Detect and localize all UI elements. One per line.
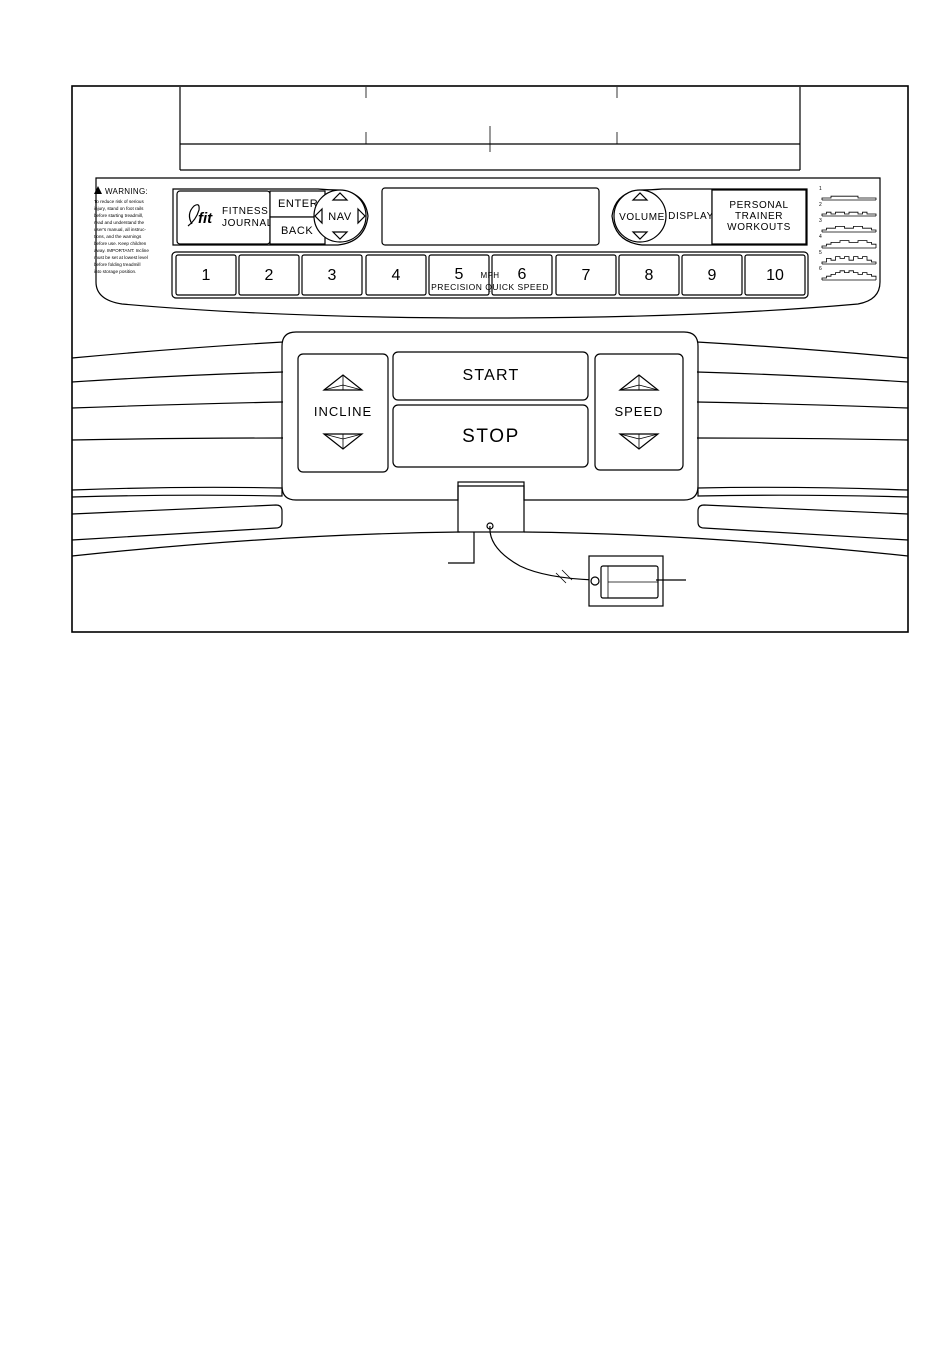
workout-profile-number: 3 bbox=[819, 218, 822, 224]
start-button[interactable] bbox=[392, 351, 589, 401]
quick-speed-button-3[interactable]: 3 bbox=[301, 254, 363, 296]
warning-line: read and understand the bbox=[94, 220, 145, 225]
warning-line: tions, and the warnings bbox=[94, 234, 142, 239]
workout-profile-number: 5 bbox=[819, 250, 822, 256]
quick-speed-button-1[interactable]: 1 bbox=[175, 254, 237, 296]
volume-up-arrow-icon[interactable] bbox=[631, 192, 649, 201]
quick-speed-button-2[interactable]: 2 bbox=[238, 254, 300, 296]
quick-speed-button-5[interactable]: 5 bbox=[428, 254, 490, 296]
stop-label: STOP bbox=[462, 426, 520, 447]
nav-right-arrow-icon[interactable] bbox=[357, 207, 366, 225]
quick-speed-label: 10 bbox=[766, 267, 784, 284]
quick-speed-label: 9 bbox=[708, 267, 717, 284]
nav-button[interactable]: NAV bbox=[313, 189, 367, 243]
personal-trainer-line3: WORKOUTS bbox=[727, 222, 791, 233]
quick-speed-label: 3 bbox=[328, 267, 337, 284]
workout-profile-number: 4 bbox=[819, 234, 822, 240]
quick-speed-button-8[interactable]: 8 bbox=[618, 254, 680, 296]
quick-speed-label: 5 bbox=[455, 266, 464, 283]
speed-button[interactable]: SPEED bbox=[594, 353, 684, 471]
display-button[interactable]: DISPLAY bbox=[668, 211, 714, 222]
nav-left-arrow-icon[interactable] bbox=[314, 207, 323, 225]
warning-line: before starting treadmill, bbox=[94, 213, 143, 218]
frame-rails bbox=[71, 341, 909, 557]
enter-label: ENTER bbox=[278, 198, 318, 210]
volume-button[interactable]: VOLUME bbox=[613, 189, 667, 243]
warning-line: user's manual, all instruc- bbox=[94, 227, 146, 232]
workout-profile-3: 3 bbox=[819, 218, 877, 233]
workout-profile-2: 2 bbox=[819, 202, 877, 217]
upper-console-outline bbox=[95, 177, 881, 319]
warning-line: must be set at lowest level bbox=[94, 255, 148, 260]
workout-profile-number: 1 bbox=[819, 186, 822, 192]
warning-line: injury, stand on foot rails bbox=[94, 206, 144, 211]
quick-speed-label: 8 bbox=[645, 267, 654, 284]
stop-button[interactable] bbox=[392, 404, 589, 468]
nav-down-arrow-icon[interactable] bbox=[331, 231, 349, 240]
workout-profile-5: 5 bbox=[819, 250, 877, 265]
nav-label: NAV bbox=[328, 211, 352, 223]
quick-speed-label: 6 bbox=[518, 266, 527, 283]
ifit-logo: fit bbox=[198, 210, 213, 227]
workout-profile-number: 2 bbox=[819, 202, 822, 208]
console-display-window bbox=[381, 187, 600, 246]
workout-profile-1: 1 bbox=[819, 186, 877, 201]
volume-down-arrow-icon[interactable] bbox=[631, 231, 649, 240]
precision-quick-speed-label: PRECISION QUICK SPEED bbox=[431, 282, 549, 292]
quick-speed-button-7[interactable]: 7 bbox=[555, 254, 617, 296]
key-holder-callout-line bbox=[448, 532, 475, 564]
ifit-logo-icon bbox=[187, 204, 200, 227]
personal-trainer-line2: TRAINER bbox=[735, 211, 783, 222]
personal-trainer-workouts-button[interactable]: PERSONAL TRAINER WORKOUTS bbox=[711, 189, 807, 245]
warning-label: WARNING: To reduce risk of serious injury… bbox=[94, 186, 149, 274]
speed-label: SPEED bbox=[614, 404, 663, 419]
safety-key-clip[interactable] bbox=[588, 555, 664, 607]
workout-profile-6: 6 bbox=[819, 266, 877, 281]
warning-line: away. IMPORTANT: Incline bbox=[94, 248, 149, 253]
nav-up-arrow-icon[interactable] bbox=[331, 192, 349, 201]
quick-speed-button-9[interactable]: 9 bbox=[681, 254, 743, 296]
workout-profiles: 1 2 3 4 5 6 bbox=[819, 186, 877, 281]
ifit-fitness-journal-button[interactable]: fit FITNESS JOURNAL bbox=[176, 190, 273, 245]
display-hood bbox=[179, 87, 801, 171]
workout-profile-4: 4 bbox=[819, 234, 877, 249]
quick-speed-label: 4 bbox=[392, 267, 401, 284]
incline-label: INCLINE bbox=[314, 404, 372, 419]
warning-line: before use. Keep children bbox=[94, 241, 147, 246]
warning-triangle-icon bbox=[94, 186, 102, 194]
back-label: BACK bbox=[281, 225, 313, 237]
warning-line: before folding treadmill bbox=[94, 262, 140, 267]
mph-label: MPH bbox=[481, 271, 500, 280]
ifit-label-line1: FITNESS bbox=[222, 206, 268, 217]
ifit-label-line2: JOURNAL bbox=[222, 218, 273, 229]
warning-text: To reduce risk of serious injury, stand o… bbox=[94, 199, 149, 274]
incline-button[interactable]: INCLINE bbox=[297, 353, 389, 473]
workout-profile-number: 6 bbox=[819, 266, 822, 272]
quick-speed-label: 7 bbox=[582, 267, 591, 284]
key-holder bbox=[457, 481, 525, 533]
warning-line: into storage position. bbox=[94, 269, 136, 274]
quick-speed-buttons: 1 2 3 4 5 6 7 8 9 10 bbox=[175, 254, 806, 296]
quick-speed-button-6[interactable]: 6 bbox=[491, 254, 553, 296]
quick-speed-button-4[interactable]: 4 bbox=[365, 254, 427, 296]
personal-trainer-line1: PERSONAL bbox=[729, 200, 788, 211]
start-label: START bbox=[463, 367, 520, 384]
key-cord bbox=[489, 525, 595, 581]
volume-label: VOLUME bbox=[619, 212, 665, 223]
quick-speed-label: 1 bbox=[202, 267, 211, 284]
quick-speed-label: 2 bbox=[265, 267, 274, 284]
quick-speed-row-outline bbox=[171, 251, 809, 299]
warning-line: To reduce risk of serious bbox=[94, 199, 144, 204]
warning-title: WARNING: bbox=[105, 187, 148, 196]
quick-speed-button-10[interactable]: 10 bbox=[744, 254, 806, 296]
